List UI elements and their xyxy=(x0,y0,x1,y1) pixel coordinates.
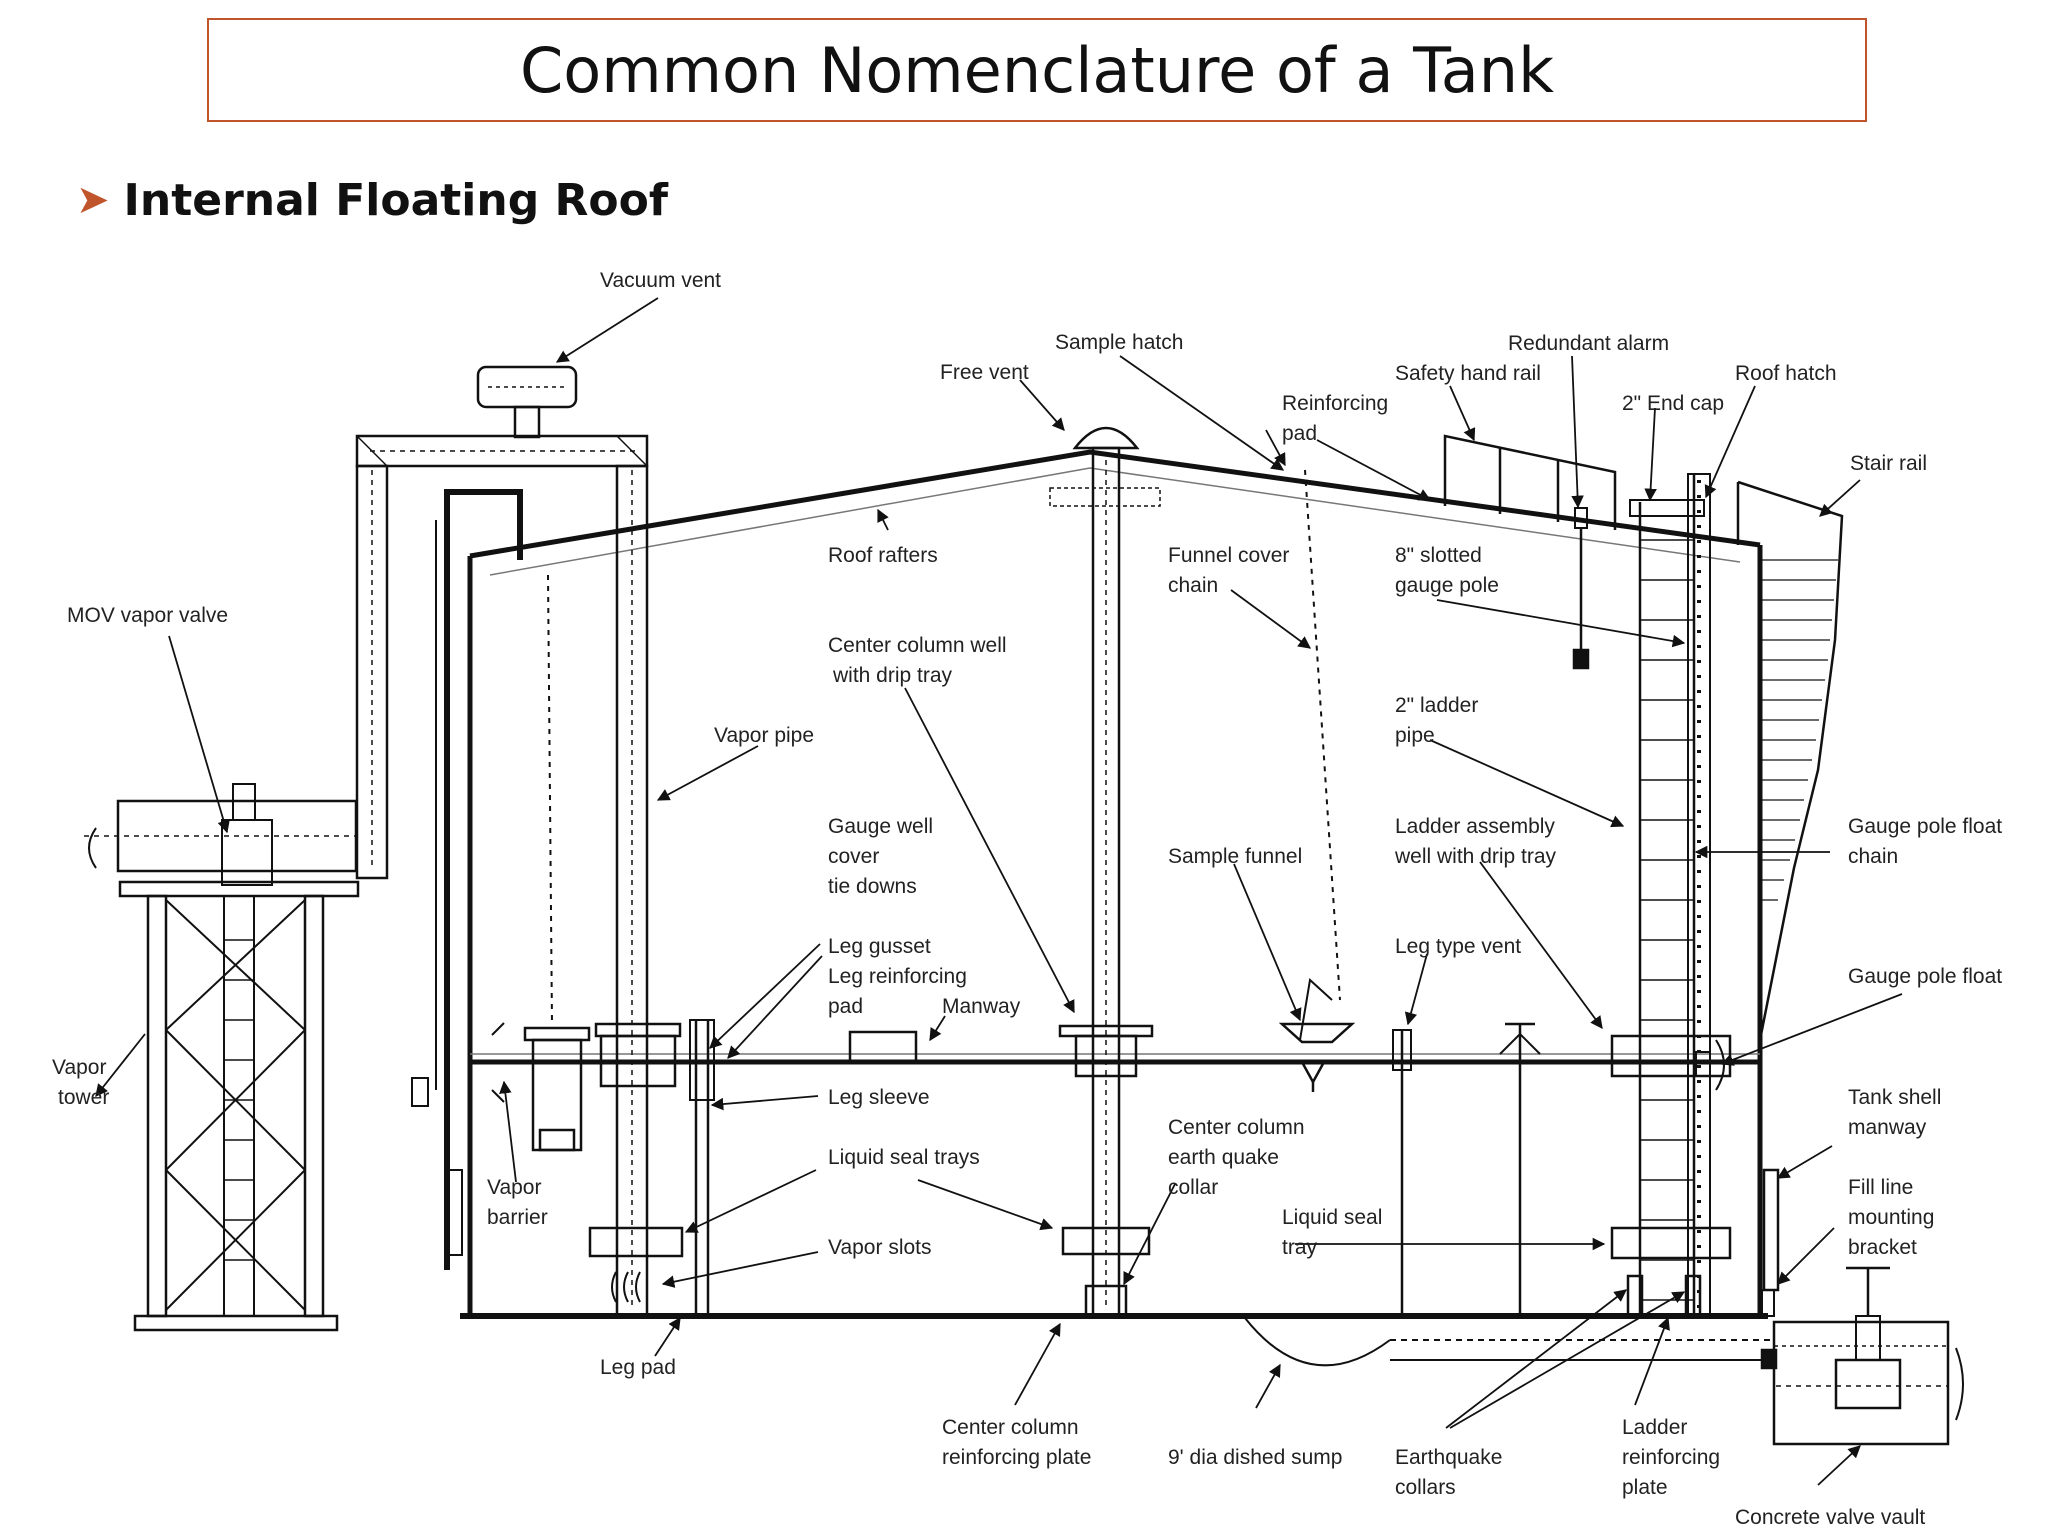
label-fill-line-bracket-2: mounting xyxy=(1848,1206,1934,1229)
label-vapor-barrier-2: barrier xyxy=(487,1206,548,1229)
label-gauge-pole-float: Gauge pole float xyxy=(1848,965,2002,988)
label-center-column-plate-2: reinforcing plate xyxy=(942,1446,1091,1469)
label-slotted-gauge-pole: 8" slotted xyxy=(1395,544,1482,567)
label-ladder-plate-2: reinforcing xyxy=(1622,1446,1720,1469)
label-vacuum-vent: Vacuum vent xyxy=(600,269,721,292)
label-dished-sump: 9' dia dished sump xyxy=(1168,1446,1342,1469)
leader-lines xyxy=(95,297,1903,1486)
label-center-column-collar: Center column xyxy=(1168,1116,1305,1139)
label-leg-reinforcing-pad-2: pad xyxy=(828,995,863,1018)
subtitle-row: ➤ Internal Floating Roof xyxy=(76,170,668,230)
label-sample-funnel: Sample funnel xyxy=(1168,845,1302,868)
valve-vault xyxy=(1760,1168,1964,1446)
label-liquid-seal-tray-2: tray xyxy=(1282,1236,1318,1259)
label-earthquake-collars-2: collars xyxy=(1395,1476,1456,1499)
label-gauge-well-cover: Gauge well xyxy=(828,815,933,838)
label-ladder-assembly-2: well with drip tray xyxy=(1394,845,1557,868)
label-reinforcing-pad-2: pad xyxy=(1282,422,1317,445)
label-gauge-well-cover-3: tie downs xyxy=(828,875,917,898)
label-ladder-assembly: Ladder assembly xyxy=(1395,815,1555,838)
deck-details xyxy=(491,507,1725,1316)
label-leg-type-vent: Leg type vent xyxy=(1395,935,1521,958)
label-gauge-pole-float-chain: Gauge pole float xyxy=(1848,815,2002,838)
label-leg-gusset: Leg gusset xyxy=(828,935,931,958)
label-gauge-pole-float-chain-2: chain xyxy=(1848,845,1898,868)
label-manway: Manway xyxy=(942,995,1021,1018)
label-vapor-tower: Vapor xyxy=(52,1056,106,1079)
slide-title-box: Common Nomenclature of a Tank xyxy=(207,18,1867,122)
label-liquid-seal-trays: Liquid seal trays xyxy=(828,1146,980,1169)
label-funnel-cover-chain: Funnel cover xyxy=(1168,544,1289,567)
label-center-column-well: Center column well xyxy=(828,634,1007,657)
label-center-column-collar-3: collar xyxy=(1168,1176,1218,1199)
label-slotted-gauge-pole-2: gauge pole xyxy=(1395,574,1499,597)
label-earthquake-collars: Earthquake xyxy=(1395,1446,1502,1469)
label-center-column-well-2: with drip tray xyxy=(832,664,953,687)
label-end-cap: 2" End cap xyxy=(1622,392,1724,415)
label-sample-hatch: Sample hatch xyxy=(1055,331,1183,354)
label-tank-shell-manway: Tank shell xyxy=(1848,1086,1941,1109)
vapor-duct xyxy=(411,489,523,1270)
label-vapor-tower-2: tower xyxy=(58,1086,109,1109)
label-reinforcing-pad: Reinforcing xyxy=(1282,392,1388,415)
label-funnel-cover-chain-2: chain xyxy=(1168,574,1218,597)
ladder-assembly xyxy=(1610,473,1732,1318)
labels: Vacuum vent Free vent Sample hatch Redun… xyxy=(52,269,2002,1529)
label-leg-pad: Leg pad xyxy=(600,1356,676,1379)
label-leg-sleeve: Leg sleeve xyxy=(828,1086,930,1109)
label-tank-shell-manway-2: manway xyxy=(1848,1116,1927,1139)
slide-title: Common Nomenclature of a Tank xyxy=(520,33,1554,107)
label-free-vent: Free vent xyxy=(940,361,1029,384)
label-roof-hatch: Roof hatch xyxy=(1735,362,1837,385)
label-liquid-seal-tray: Liquid seal xyxy=(1282,1206,1382,1229)
label-vapor-pipe: Vapor pipe xyxy=(714,724,814,747)
label-ladder-pipe: 2" ladder xyxy=(1395,694,1478,717)
center-column xyxy=(1049,426,1161,1318)
arrow-right-icon: ➤ xyxy=(76,177,110,223)
label-fill-line-bracket-3: bracket xyxy=(1848,1236,1917,1259)
label-gauge-well-cover-2: cover xyxy=(828,845,879,868)
vapor-pipe-frame xyxy=(355,365,649,1318)
label-center-column-collar-2: earth quake xyxy=(1168,1146,1279,1169)
label-center-column-plate: Center column xyxy=(942,1416,1079,1439)
subtitle-text: Internal Floating Roof xyxy=(123,174,668,226)
label-ladder-plate-3: plate xyxy=(1622,1476,1668,1499)
label-vapor-slots: Vapor slots xyxy=(828,1236,932,1259)
tank-structure xyxy=(460,449,1770,1367)
label-stair-rail: Stair rail xyxy=(1850,452,1927,475)
chains xyxy=(547,469,1341,1025)
label-mov-vapor-valve: MOV vapor valve xyxy=(67,604,228,627)
label-leg-reinforcing-pad: Leg reinforcing xyxy=(828,965,967,988)
label-safety-hand-rail: Safety hand rail xyxy=(1395,362,1541,385)
label-ladder-plate: Ladder xyxy=(1622,1416,1687,1439)
label-fill-line-bracket: Fill line xyxy=(1848,1176,1913,1199)
vapor-tower xyxy=(84,783,360,1332)
label-ladder-pipe-2: pipe xyxy=(1395,724,1435,747)
label-redundant-alarm: Redundant alarm xyxy=(1508,332,1669,355)
label-roof-rafters: Roof rafters xyxy=(828,544,938,567)
label-vapor-barrier: Vapor xyxy=(487,1176,541,1199)
label-concrete-valve-vault: Concrete valve vault xyxy=(1735,1506,1925,1529)
